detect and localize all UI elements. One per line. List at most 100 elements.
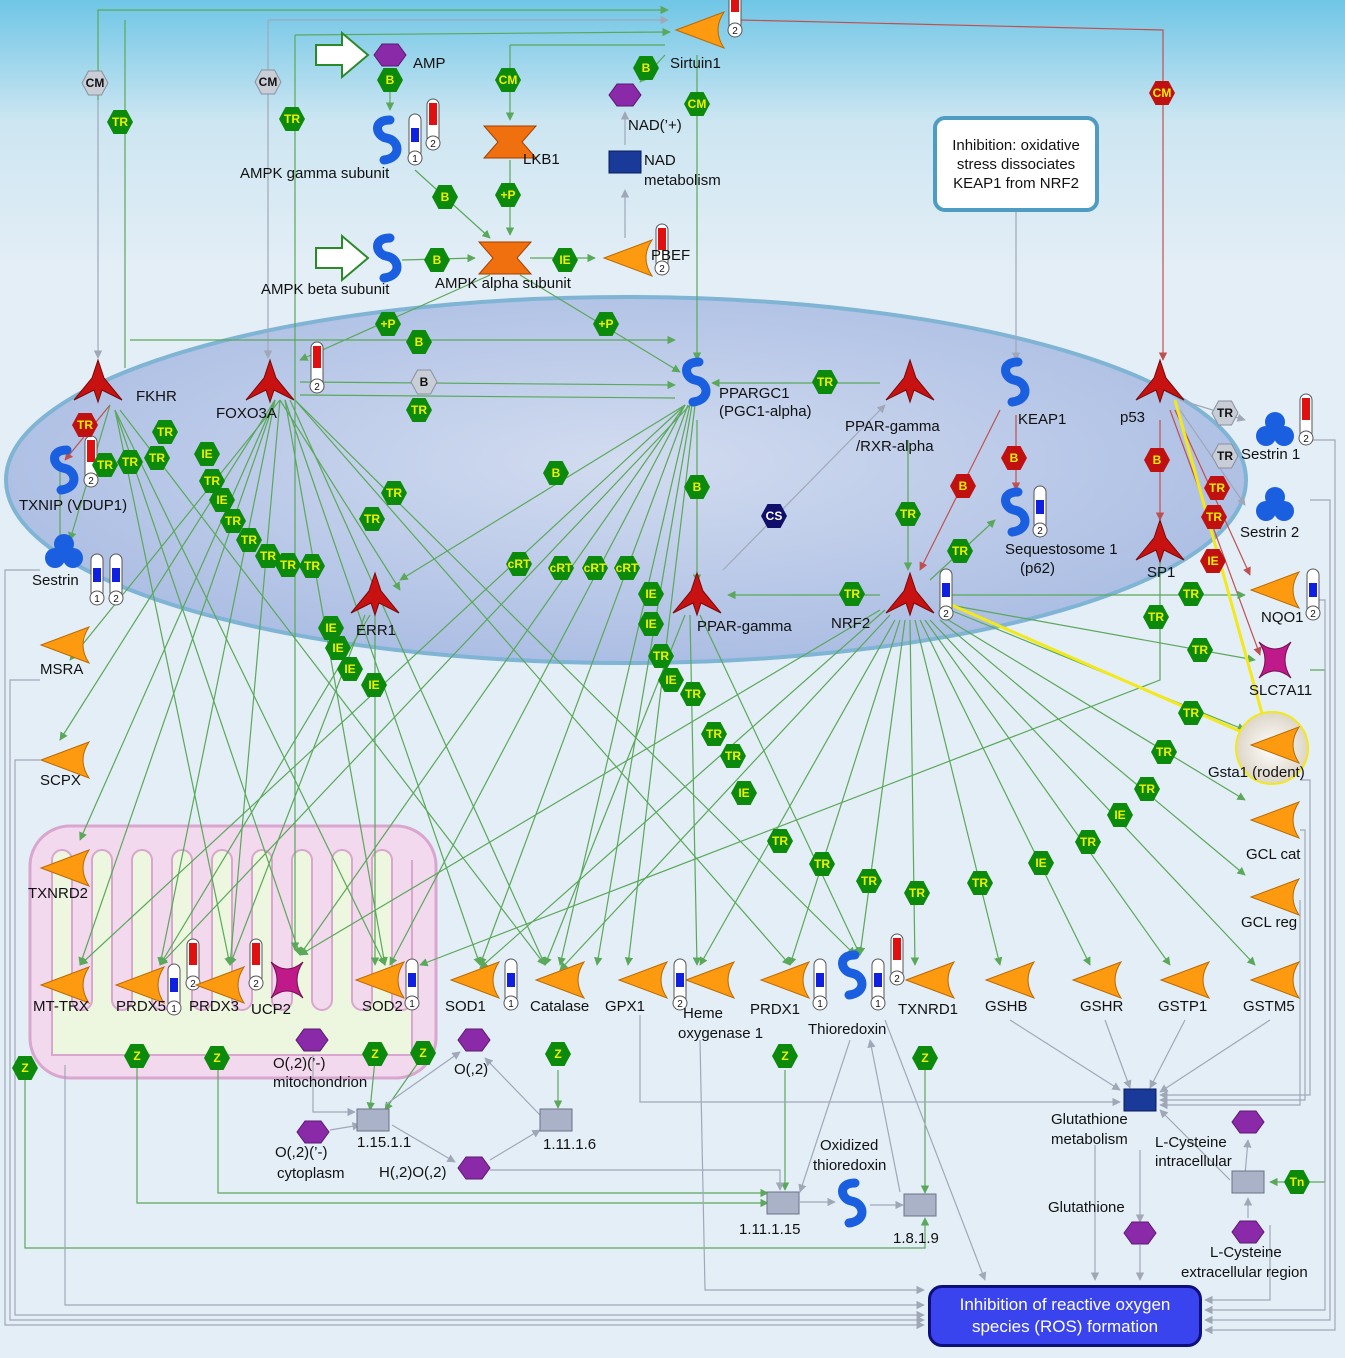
mt-trx-icon[interactable]	[39, 965, 91, 1005]
edge	[9, 679, 925, 1325]
ampk-gamma-icon[interactable]	[373, 115, 402, 165]
txnrd2-icon[interactable]	[39, 848, 91, 888]
nqo1-icon[interactable]	[1249, 570, 1301, 610]
badge-tr: TR	[220, 509, 246, 533]
badge-label: TR	[1217, 406, 1233, 420]
l-cysteine-intracellular-icon[interactable]	[1231, 1110, 1265, 1134]
gstm5-icon[interactable]	[1249, 960, 1301, 1000]
label-ppar_rxr_2: /RXR-alpha	[856, 438, 934, 455]
p53-icon[interactable]	[1135, 358, 1185, 404]
sestrin-icon[interactable]	[45, 534, 83, 568]
ampk-beta-icon[interactable]	[373, 233, 402, 283]
badge-label: +P	[598, 317, 613, 331]
glutathione-icon[interactable]	[1123, 1221, 1157, 1245]
ucp2-icon[interactable]	[270, 961, 304, 999]
txnip-icon[interactable]	[50, 445, 79, 495]
badge-tr: TR	[904, 881, 930, 905]
gstp1-icon[interactable]	[1159, 960, 1211, 1000]
label-ampk_gamma: AMPK gamma subunit	[240, 165, 390, 182]
badge-b: B	[633, 56, 659, 80]
sod2-expression-gauge: 1	[404, 958, 420, 1011]
sirtuin1-icon[interactable]	[674, 10, 726, 50]
cysteine-transport-icon[interactable]	[1231, 1170, 1265, 1194]
nad-metabolism-icon[interactable]	[608, 150, 642, 174]
foxo3a-icon[interactable]	[245, 358, 295, 404]
badge-label: TR	[900, 507, 916, 521]
badge-label: cRT	[550, 561, 573, 575]
msra-icon[interactable]	[39, 625, 91, 665]
nad-icon[interactable]	[608, 83, 642, 107]
edge	[312, 1055, 356, 1117]
gauge-tag: 2	[88, 476, 94, 487]
gpx1-icon[interactable]	[617, 960, 669, 1000]
l-cysteine-extracellular-icon[interactable]	[1231, 1220, 1265, 1244]
oxidized-thioredoxin-icon[interactable]	[838, 1178, 867, 1228]
sp1-icon[interactable]	[1135, 518, 1185, 564]
badge-tr: TR	[1178, 582, 1204, 606]
amp-icon[interactable]	[373, 43, 407, 67]
edge	[1159, 900, 1301, 1110]
badge-label: TR	[77, 418, 93, 432]
nrf2-icon[interactable]	[885, 571, 935, 617]
badge-p: +P	[593, 312, 619, 336]
o2-cytoplasm-icon[interactable]	[296, 1120, 330, 1144]
badge-label: TR	[149, 451, 165, 465]
thioredoxin-icon[interactable]	[838, 950, 867, 1000]
pbef-icon[interactable]	[602, 238, 654, 278]
ppar-gamma-icon[interactable]	[672, 571, 722, 617]
scpx-icon[interactable]	[39, 740, 91, 780]
keap1-icon[interactable]	[1001, 357, 1030, 407]
edge	[279, 399, 401, 591]
slc7a11-icon[interactable]	[1258, 641, 1292, 679]
badge-tr: TR	[72, 413, 98, 437]
r-1-11-1-15-icon[interactable]	[766, 1191, 800, 1215]
ampk-alpha-icon[interactable]	[477, 241, 533, 275]
txnrd1-icon[interactable]	[904, 960, 956, 1000]
gauge-tag: 1	[409, 999, 415, 1010]
sod2-icon[interactable]	[354, 960, 406, 1000]
lkb1-icon[interactable]	[482, 125, 538, 159]
h2o2-icon[interactable]	[457, 1156, 491, 1180]
ppar-rxr-icon[interactable]	[885, 358, 935, 404]
sod1-icon[interactable]	[449, 960, 501, 1000]
ppargc1-icon[interactable]	[682, 357, 711, 407]
label-txnrd1: TXNRD1	[898, 1001, 958, 1018]
prdx5-icon[interactable]	[114, 965, 166, 1005]
r-1-8-1-9-icon[interactable]	[903, 1193, 937, 1217]
label-sod1: SOD1	[445, 998, 486, 1015]
gauge-tag: 2	[1310, 609, 1316, 620]
sestrin1-icon[interactable]	[1256, 412, 1294, 446]
edge	[1159, 1109, 1231, 1181]
sequestosome-icon[interactable]	[1001, 487, 1030, 537]
catalase-icon[interactable]	[534, 960, 586, 1000]
r-1-11-1-6-icon[interactable]	[539, 1108, 573, 1132]
label-o2_cyto_2: cytoplasm	[277, 1165, 345, 1182]
r-1-15-1-1-icon[interactable]	[356, 1108, 390, 1132]
gsta1-icon[interactable]	[1249, 725, 1301, 765]
gcl-reg-icon[interactable]	[1249, 877, 1301, 917]
gauge-tag: 2	[732, 26, 738, 37]
err1-icon[interactable]	[350, 571, 400, 617]
label-nqo1: NQO1	[1261, 609, 1304, 626]
o2-icon[interactable]	[457, 1028, 491, 1052]
edge	[924, 619, 1171, 966]
gauge-tag: 2	[253, 979, 259, 990]
badge-label: TR	[241, 533, 257, 547]
prdx3-icon[interactable]	[194, 965, 246, 1005]
ros-inhibition-box[interactable]: Inhibition of reactive oxygen species (R…	[928, 1285, 1202, 1347]
prdx1-icon[interactable]	[759, 960, 811, 1000]
gshr-icon[interactable]	[1071, 960, 1123, 1000]
foxo3a-expression-gauge: 2	[309, 341, 325, 394]
gshb-icon[interactable]	[984, 960, 1036, 1000]
gcl-cat-icon[interactable]	[1249, 800, 1301, 840]
gauge-tag: 2	[659, 264, 665, 275]
fkhr-icon[interactable]	[73, 358, 123, 404]
badge-z: Z	[362, 1042, 388, 1066]
glutathione-metabolism-icon[interactable]	[1123, 1088, 1157, 1112]
label-msra: MSRA	[40, 661, 83, 678]
edge	[722, 404, 886, 571]
badge-z: Z	[772, 1044, 798, 1068]
heme-oxygenase-icon[interactable]	[684, 960, 736, 1000]
sestrin2-icon[interactable]	[1256, 487, 1294, 521]
o2-mitochondrion-icon[interactable]	[295, 1028, 329, 1052]
